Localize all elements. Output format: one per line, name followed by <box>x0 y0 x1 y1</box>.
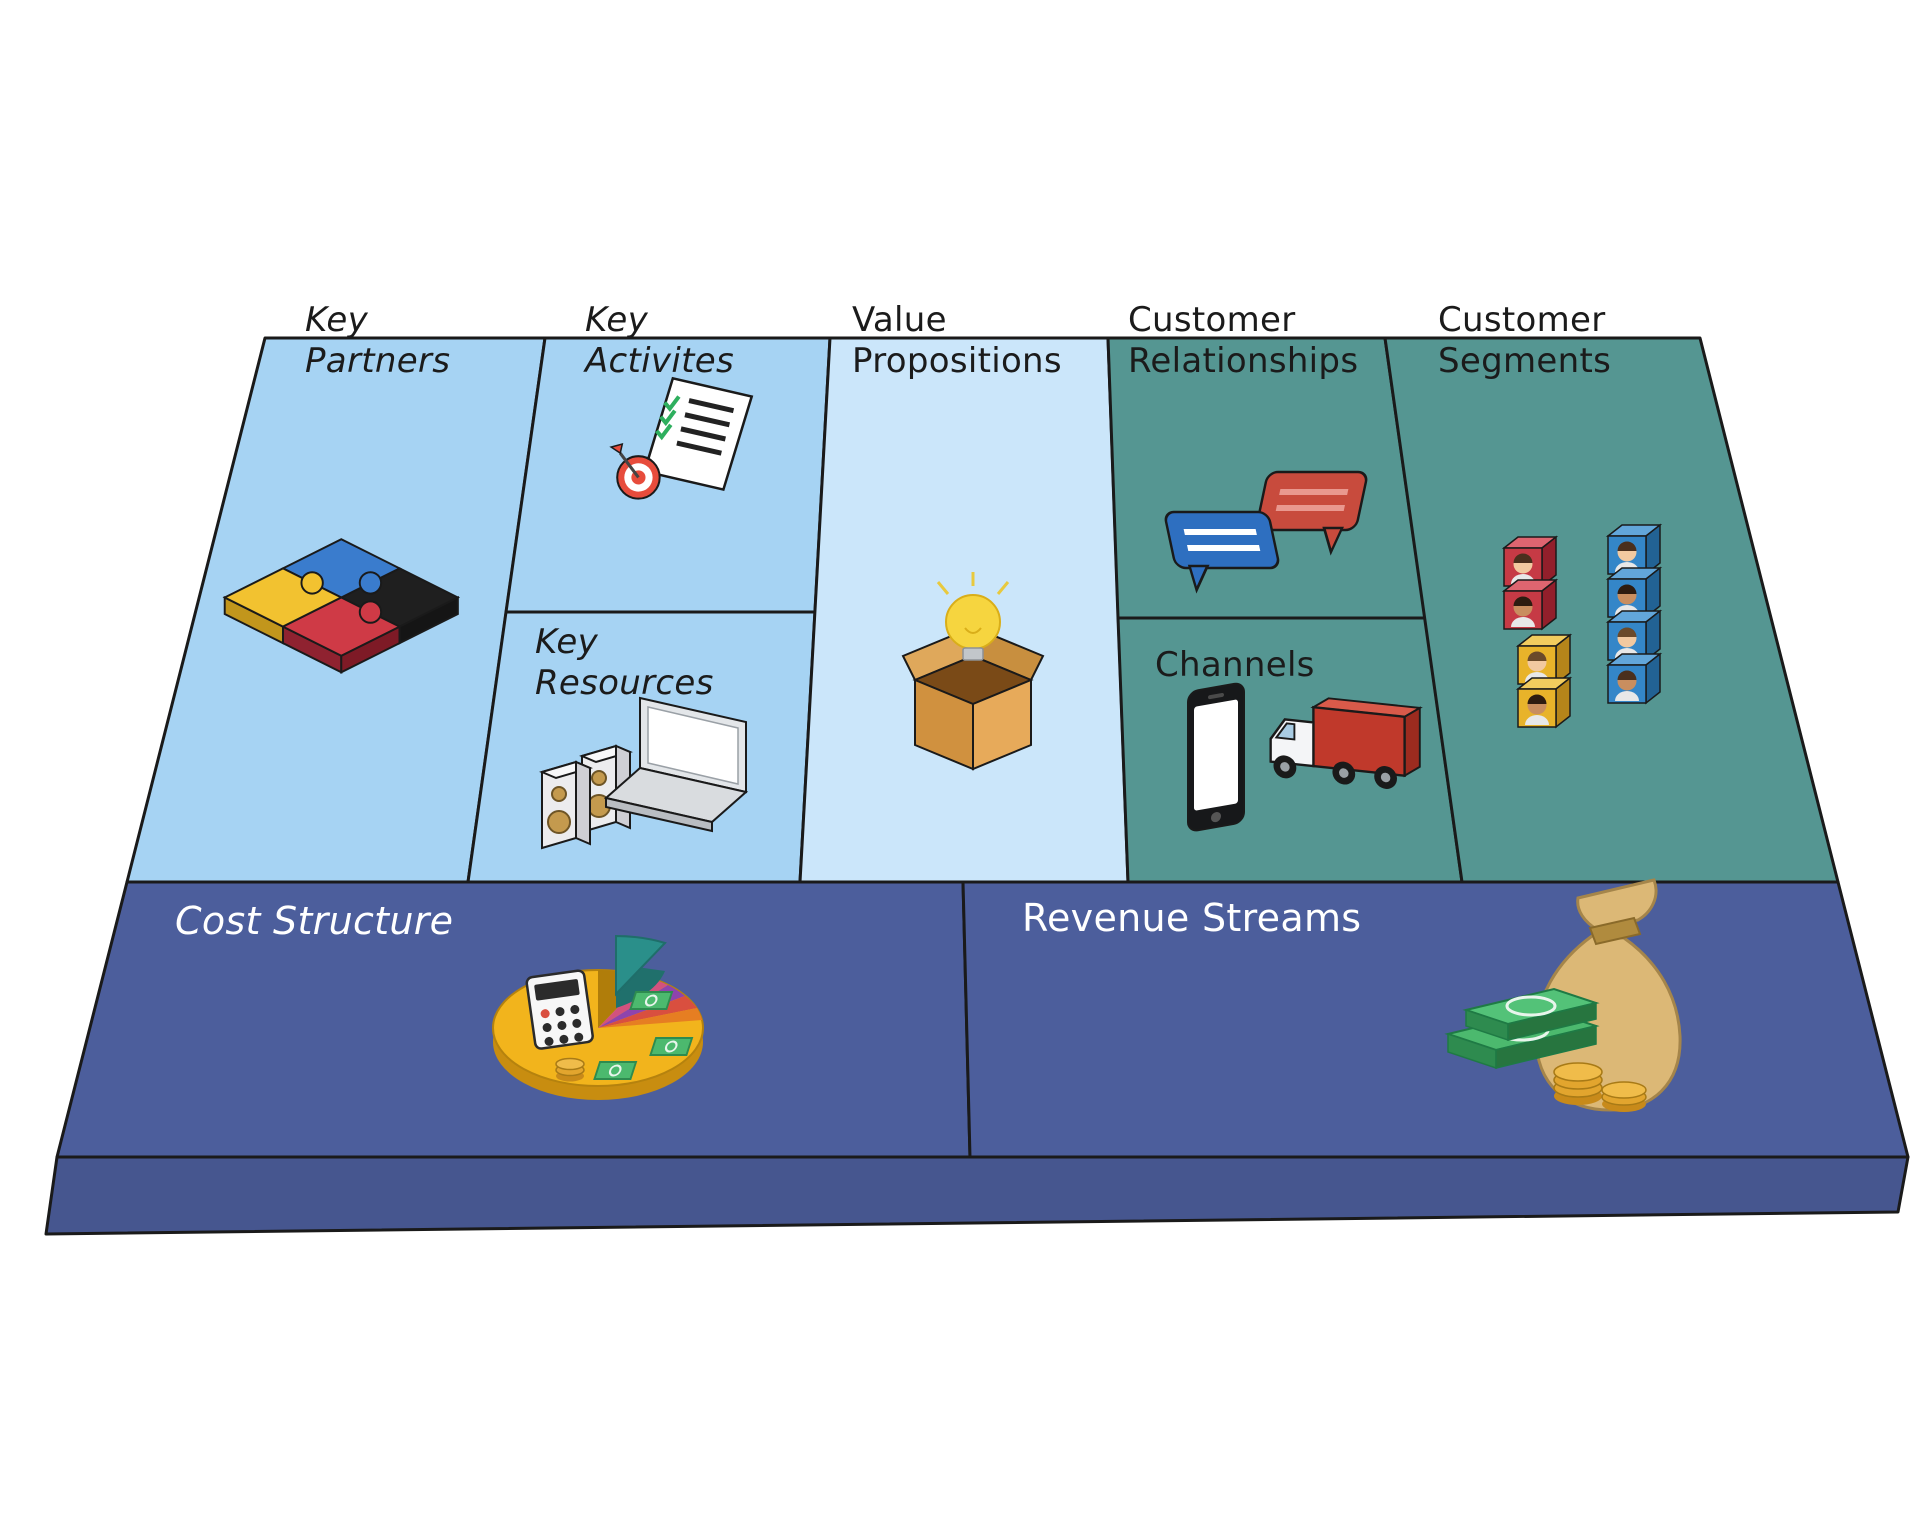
red-cube-stack <box>1501 535 1559 631</box>
banknote-stacks <box>1444 987 1600 1070</box>
blue-speech-bubble <box>1164 510 1280 594</box>
laptop-speakers-icon <box>541 696 749 849</box>
speech-bubbles-icon <box>1164 470 1368 594</box>
phone-truck-icon <box>1187 682 1423 832</box>
pulled-pie-slice <box>615 934 667 1008</box>
board-front-edge <box>44 1155 1910 1236</box>
value-propositions-label: Value Propositions <box>852 300 1062 382</box>
glow-rays <box>936 572 1010 595</box>
customer-relationships-label: Customer Relationships <box>1128 300 1359 382</box>
calculator <box>525 969 594 1050</box>
key-activities-label: Key Activites <box>585 300 734 382</box>
key-partners-label: Key Partners <box>305 300 451 382</box>
pie-chart-money-icon <box>492 934 704 1100</box>
yellow-cube-stack <box>1515 633 1573 729</box>
smartphone <box>1187 682 1245 832</box>
customer-cubes-icon <box>1501 523 1663 729</box>
delivery-truck <box>1269 697 1423 789</box>
customer-segments-label: Customer Segments <box>1438 300 1612 382</box>
channels-label: Channels <box>1155 645 1315 685</box>
blue-cube-stack <box>1605 523 1663 705</box>
speaker-front <box>541 761 591 849</box>
coin-stacks <box>1553 1062 1647 1112</box>
money-bills <box>593 991 694 1080</box>
checklist-target-icon <box>609 376 754 500</box>
revenue-streams-label: Revenue Streams <box>1022 896 1362 940</box>
red-speech-bubble <box>1256 470 1368 556</box>
key-resources-label: Key Resources <box>535 622 714 704</box>
money-bag-icon <box>1444 878 1682 1112</box>
coin-stack <box>555 1057 585 1082</box>
puzzle-pieces-icon <box>222 538 461 674</box>
idea-box-icon <box>901 572 1045 771</box>
cost-structure-label: Cost Structure <box>175 899 454 943</box>
lightbulb <box>945 594 1001 650</box>
